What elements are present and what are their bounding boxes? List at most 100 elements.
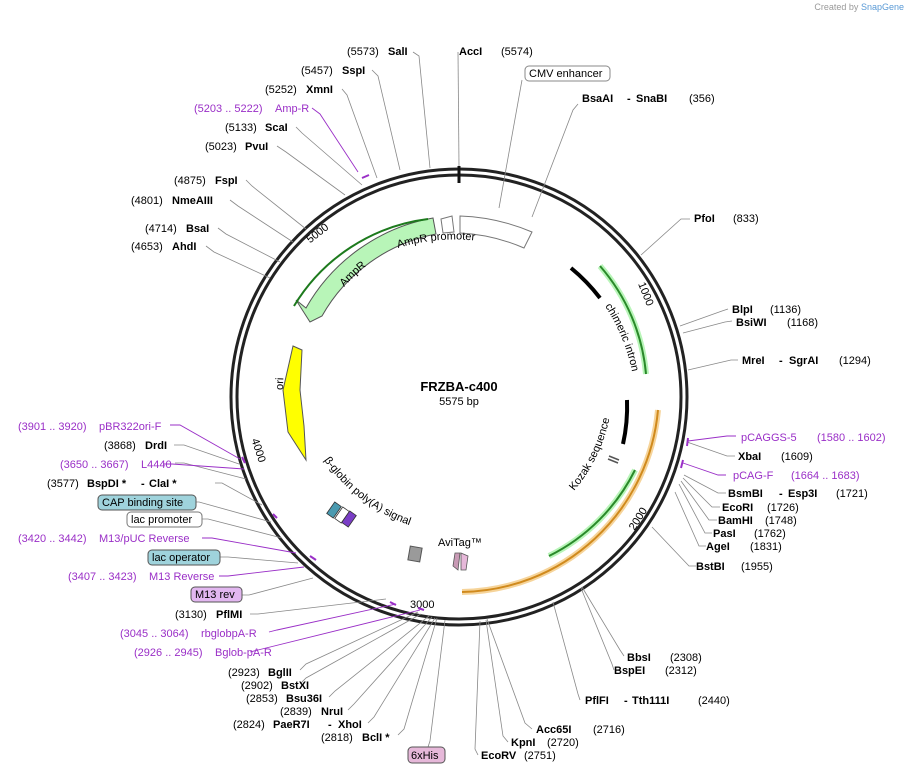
cmv-enhancer-arc[interactable] [459, 215, 533, 249]
site-salI[interactable]: (5573)SalI [347, 46, 408, 58]
svg-text:-: - [627, 93, 631, 105]
primer-pcag-f[interactable]: pCAG-F(1664 .. 1683) [733, 470, 860, 482]
site-bglII[interactable]: (2923)BglII [228, 667, 292, 679]
primer-bglob-pa-r[interactable]: (2926 .. 2945)Bglob-pA-R [134, 647, 272, 659]
primer-rbglobpa-r[interactable]: (3045 .. 3064)rbglobpA-R [120, 628, 257, 640]
primer-amp-r[interactable]: (5203 .. 5222)Amp-R [194, 103, 309, 115]
cmv-enhancer-text: CMV enhancer [529, 68, 603, 80]
snapgene-brand: SnapGene [860, 2, 904, 12]
site-bstBI[interactable]: BstBI(1955) [696, 561, 773, 573]
kozak-label: Kozak sequence [567, 417, 612, 493]
svg-text:MreI: MreI [742, 355, 765, 367]
site-scaI[interactable]: (5133)ScaI [225, 122, 288, 134]
site-pasI[interactable]: PasI(1762) [713, 528, 786, 540]
svg-text:SgrAI: SgrAI [789, 355, 818, 367]
site-bsaI[interactable]: (4714)BsaI [145, 223, 209, 235]
site-bstXI[interactable]: (2902)BstXI [241, 680, 309, 692]
site-bsiWI[interactable]: BsiWI(1168) [736, 317, 818, 329]
site-ahdI[interactable]: (4653)AhdI [131, 241, 196, 253]
site-acc65I[interactable]: Acc65I(2716) [536, 724, 625, 736]
site-accI[interactable]: AccI(5574) [459, 46, 533, 58]
6xhis-box[interactable] [407, 746, 446, 764]
site-nmeaIII[interactable]: (4801)NmeAIII [131, 195, 213, 207]
site-xmnI[interactable]: (5252)XmnI [265, 84, 333, 96]
site-bspEI[interactable]: BspEI(2312) [614, 665, 697, 677]
site-ecoRV[interactable]: EcoRV(2751) [481, 750, 556, 762]
polya-label: β-globin poly(A) signal [322, 455, 413, 528]
svg-text:BspDI *: BspDI * [87, 478, 127, 490]
svg-text:BsaI: BsaI [186, 223, 209, 235]
cap-box[interactable] [326, 501, 342, 519]
site-ecoRI[interactable]: EcoRI(1726) [722, 502, 799, 514]
site-sspI[interactable]: (5457)SspI [301, 65, 365, 77]
svg-text:-: - [779, 355, 783, 367]
site-fspI[interactable]: (4875)FspI [174, 175, 238, 187]
svg-text:BglII: BglII [268, 667, 292, 679]
avitag-box[interactable] [452, 552, 461, 571]
ampr-arc[interactable] [295, 217, 437, 323]
svg-text:M13/pUC Reverse: M13/pUC Reverse [99, 533, 189, 545]
svg-text:(1831): (1831) [750, 541, 782, 553]
site-nruI[interactable]: (2839)NruI [280, 706, 343, 718]
primer-m13-puc-reverse[interactable]: (3420 .. 3442)M13/pUC Reverse [18, 533, 189, 545]
svg-text:XmnI: XmnI [306, 84, 333, 96]
polya-box[interactable] [407, 545, 423, 563]
site-xbaI[interactable]: XbaI(1609) [738, 451, 813, 463]
ampr-orf [293, 218, 429, 307]
cap-binding-site-box[interactable] [97, 494, 197, 511]
his-box[interactable] [460, 552, 469, 571]
site-pfoI[interactable]: PfoI(833) [694, 213, 759, 225]
site-bclI[interactable]: (2818)BclI * [321, 732, 390, 744]
primer-m13-reverse[interactable]: (3407 .. 3423)M13 Reverse [68, 571, 214, 583]
lac-operator-label-box[interactable] [147, 549, 221, 566]
svg-text:-: - [624, 695, 628, 707]
site-mreI-sgrAI[interactable]: MreI-SgrAI(1294) [742, 355, 871, 367]
site-bsaAI-snaBI[interactable]: BsaAI-SnaBI(356) [582, 93, 715, 105]
svg-text:BbsI: BbsI [627, 652, 651, 664]
primer-pbr322ori-f[interactable]: (3901 .. 3920)pBR322ori-F [18, 421, 162, 433]
site-drdI[interactable]: (3868)DrdI [104, 440, 167, 452]
ori-arc[interactable] [282, 345, 307, 462]
ori-label: ori [274, 377, 286, 390]
site-bbsI[interactable]: BbsI(2308) [627, 652, 702, 664]
svg-text:(2818): (2818) [321, 732, 353, 744]
svg-text:(1136): (1136) [770, 304, 801, 316]
svg-text:(1726): (1726) [767, 502, 799, 514]
svg-text:(5023): (5023) [205, 141, 237, 153]
site-pflFI-tth111I[interactable]: PflFI-Tth111I(2440) [585, 695, 730, 707]
svg-text:AhdI: AhdI [172, 241, 196, 253]
svg-text:(3045 .. 3064): (3045 .. 3064) [120, 628, 189, 640]
primer-pcaggs5[interactable]: pCAGGS-5(1580 .. 1602) [741, 432, 886, 444]
primer-l4440[interactable]: (3650 .. 3667)L4440 [60, 459, 172, 471]
lac-promoter-text: lac promoter [131, 514, 192, 526]
cmv-enhancer-box[interactable] [524, 65, 611, 82]
site-kpnI[interactable]: KpnI(2720) [511, 737, 579, 749]
ampr-promoter-arrow[interactable] [440, 215, 455, 234]
svg-text:Amp-R: Amp-R [275, 103, 309, 115]
plasmid-name: FRZBA-c400 [420, 379, 497, 394]
kozak-mark-1 [608, 455, 620, 461]
lac-promoter-label-box[interactable] [126, 511, 203, 528]
svg-text:PaeR7I: PaeR7I [273, 719, 310, 731]
tick-1000: 1000 [635, 281, 655, 308]
site-paeR7I-xhoI[interactable]: (2824)PaeR7I-XhoI [233, 719, 362, 731]
lac-operator-box[interactable] [341, 510, 357, 528]
cds-line [461, 409, 659, 593]
m13-rev-box[interactable] [190, 586, 243, 603]
site-blpI[interactable]: BlpI(1136) [732, 304, 801, 316]
svg-text:(4801): (4801) [131, 195, 163, 207]
site-bsmBI-esp3I[interactable]: BsmBI-Esp3I(1721) [728, 488, 868, 500]
site-bamHI[interactable]: BamHI(1748) [718, 515, 797, 527]
svg-text:(1748): (1748) [765, 515, 797, 527]
site-ageI[interactable]: AgeI(1831) [706, 541, 782, 553]
site-bspDI-claI[interactable]: (3577)BspDI *-ClaI * [47, 478, 177, 490]
svg-text:SnaBI: SnaBI [636, 93, 667, 105]
svg-text:EcoRV: EcoRV [481, 750, 517, 762]
svg-text:AccI: AccI [459, 46, 482, 58]
chimeric-intron-line [599, 265, 647, 375]
site-pvuI[interactable]: (5023)PvuI [205, 141, 268, 153]
site-pflMI[interactable]: (3130)PflMI [175, 609, 242, 621]
svg-text:PasI: PasI [713, 528, 736, 540]
site-bsu36I[interactable]: (2853)Bsu36I [246, 693, 322, 705]
